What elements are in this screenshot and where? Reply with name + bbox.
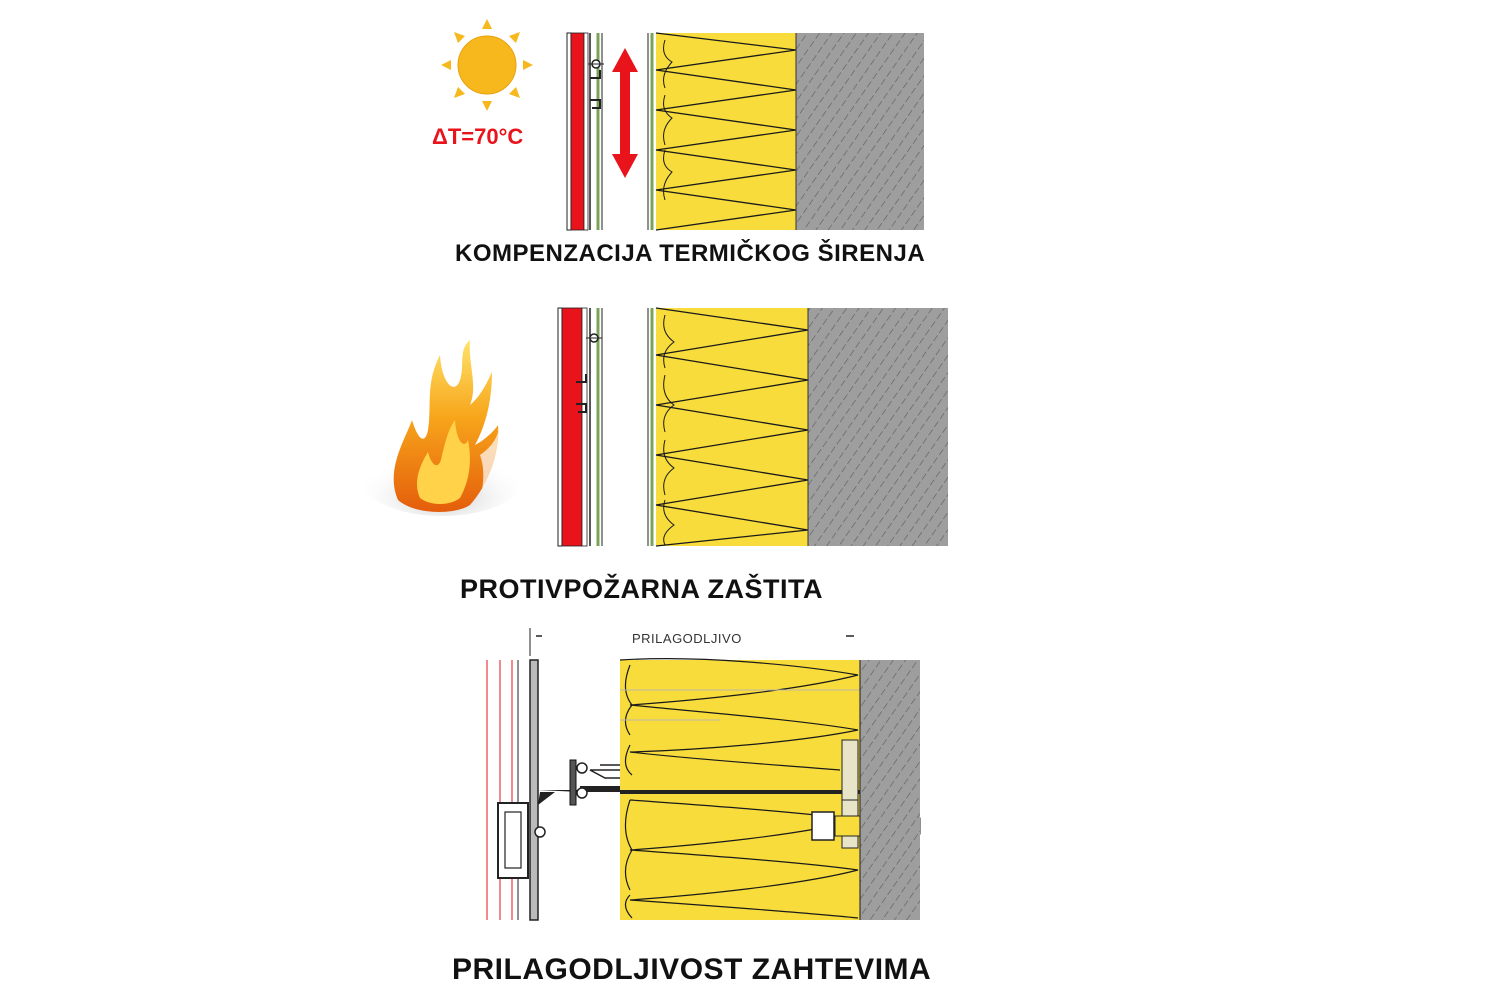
panel-fire-protection	[360, 307, 948, 547]
dimension-line	[529, 628, 854, 656]
facade-section-1	[566, 32, 924, 231]
caption-fire-protection: PROTIVPOŽARNA ZAŠTITA	[460, 574, 823, 604]
facade-section-2	[557, 307, 948, 547]
panel-adaptability	[486, 628, 921, 921]
facade-section-3	[486, 658, 921, 921]
panel-thermal-expansion	[441, 19, 924, 231]
expansion-arrow-icon	[612, 48, 638, 178]
flame-icon	[360, 340, 524, 516]
temperature-delta-label: ΔT=70°C	[432, 124, 524, 149]
sun-icon	[441, 19, 533, 111]
caption-thermal-expansion: KOMPENZACIJA TERMIČKOG ŠIRENJA	[455, 240, 926, 267]
dimension-label: PRILAGODLJIVO	[632, 631, 742, 646]
caption-adaptability: PRILAGODLJIVOST ZAHTEVIMA	[452, 953, 932, 986]
